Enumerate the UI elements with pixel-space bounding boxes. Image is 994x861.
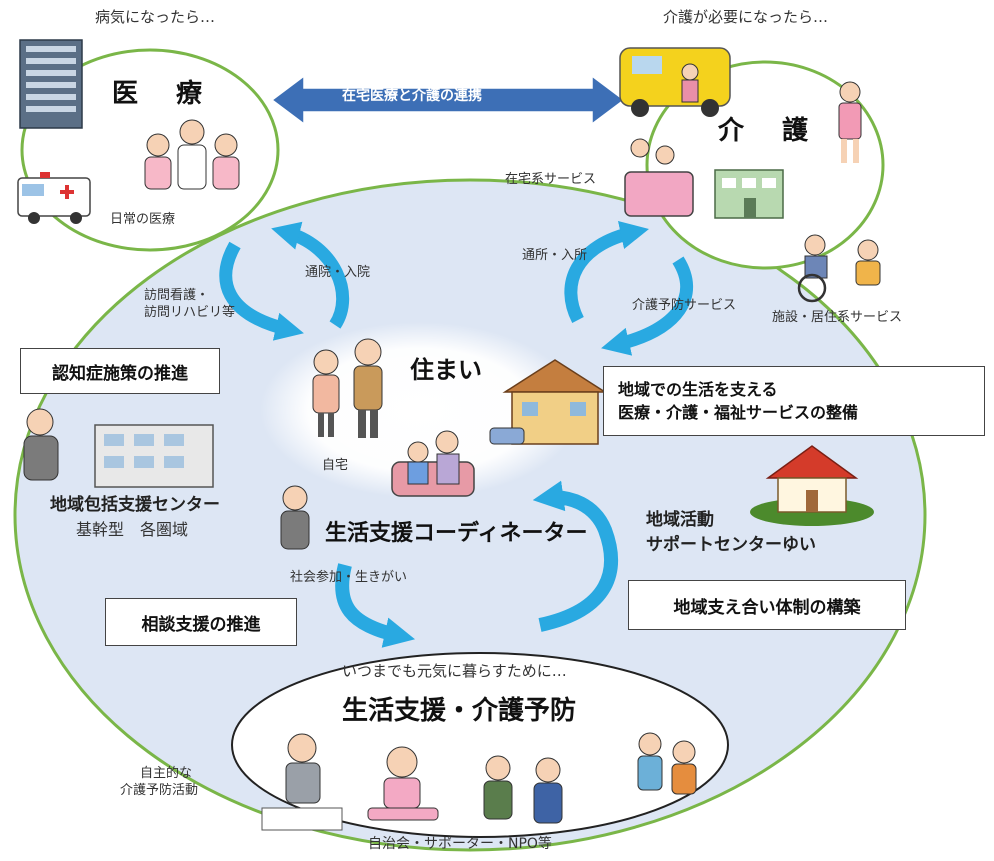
coordinator-label: 生活支援コーディネーター — [325, 521, 588, 546]
flow-arrow-care-up — [564, 221, 649, 323]
center-name: 地域包括支援センター — [50, 495, 220, 515]
day-service-label: 通所・入所 — [522, 248, 588, 263]
elderly-couple-icon — [312, 338, 383, 438]
activity-house-icon — [750, 445, 874, 526]
home-glow — [260, 322, 580, 498]
center-types: 基幹型 各圏域 — [76, 520, 189, 539]
volunteer-icon — [637, 732, 697, 795]
care-title: 介 護 — [718, 116, 815, 146]
caregiver-icon — [838, 81, 862, 163]
family-sofa-icon — [391, 430, 475, 497]
daily-medical-label: 日常の医療 — [110, 212, 176, 227]
link-arrow-label: 在宅医療と介護の連携 — [342, 88, 482, 104]
medical-caption: 病気になったら… — [95, 8, 216, 26]
home-title: 住まい — [410, 356, 482, 384]
hospital-flow-label: 通院・入院 — [305, 265, 371, 280]
participation-label: 社会参加・生きがい — [290, 570, 408, 585]
activity-center-line-1: 地域活動 — [646, 510, 714, 530]
community-region — [13, 178, 927, 852]
flow-arrow-medical-down — [219, 241, 304, 341]
visit-nursing-label-1: 訪問看護・ — [144, 288, 210, 303]
groups-label: 自治会・サポーター・NPO等 — [368, 836, 552, 852]
visit-nursing-label-2: 訪問リハビリ等 — [144, 305, 236, 320]
dementia-box: 認知症施策の推進 — [20, 348, 220, 394]
wheelchair-icon — [797, 234, 881, 303]
flow-arrow-participation — [335, 563, 416, 648]
staff-person-icon — [23, 408, 59, 481]
facility-services-label: 施設・居住系サービス — [772, 310, 903, 325]
helper-elder-icon — [483, 755, 563, 824]
hospital-building-icon — [19, 39, 83, 129]
care-caption: 介護が必要になったら… — [663, 8, 829, 26]
mutual-support-box: 地域支え合い体制の構築 — [628, 580, 906, 630]
self-prevention-label-1: 自主的な — [140, 766, 193, 781]
services-box-line-1: 地域での生活を支える — [618, 379, 778, 399]
house-icon — [489, 359, 608, 445]
craft-elder-icon — [261, 733, 343, 831]
consultation-box: 相談支援の推進 — [105, 598, 297, 646]
services-box-line-2: 医療・介護・福祉サービスの整備 — [618, 403, 859, 422]
coordinator-person-icon — [280, 485, 310, 550]
flow-arrow-medical-up — [271, 221, 350, 329]
care-facility-icon — [714, 169, 784, 219]
home-services-label: 在宅系サービス — [505, 172, 597, 187]
center-building-icon — [94, 424, 214, 488]
care-van-icon — [619, 47, 731, 117]
services-box: 地域での生活を支える 医療・介護・福祉サービスの整備 — [603, 366, 985, 436]
activity-center-line-2: サポートセンターゆい — [646, 535, 816, 555]
bottom-caption: いつまでも元気に暮らすために… — [342, 662, 567, 680]
prevention-ellipse — [231, 652, 729, 838]
bath-care-icon — [624, 138, 694, 217]
medical-title: 医 療 — [112, 79, 209, 109]
flow-arrow-care-down — [601, 256, 693, 356]
ambulance-icon — [17, 172, 91, 224]
home-label: 自宅 — [322, 458, 349, 473]
exercise-elder-icon — [367, 746, 439, 821]
medical-staff-icon — [144, 119, 240, 190]
flow-arrow-return — [532, 480, 618, 632]
bottom-title: 生活支援・介護予防 — [342, 696, 577, 726]
prevention-service-label: 介護予防サービス — [632, 298, 737, 313]
self-prevention-label-2: 介護予防活動 — [120, 783, 199, 798]
